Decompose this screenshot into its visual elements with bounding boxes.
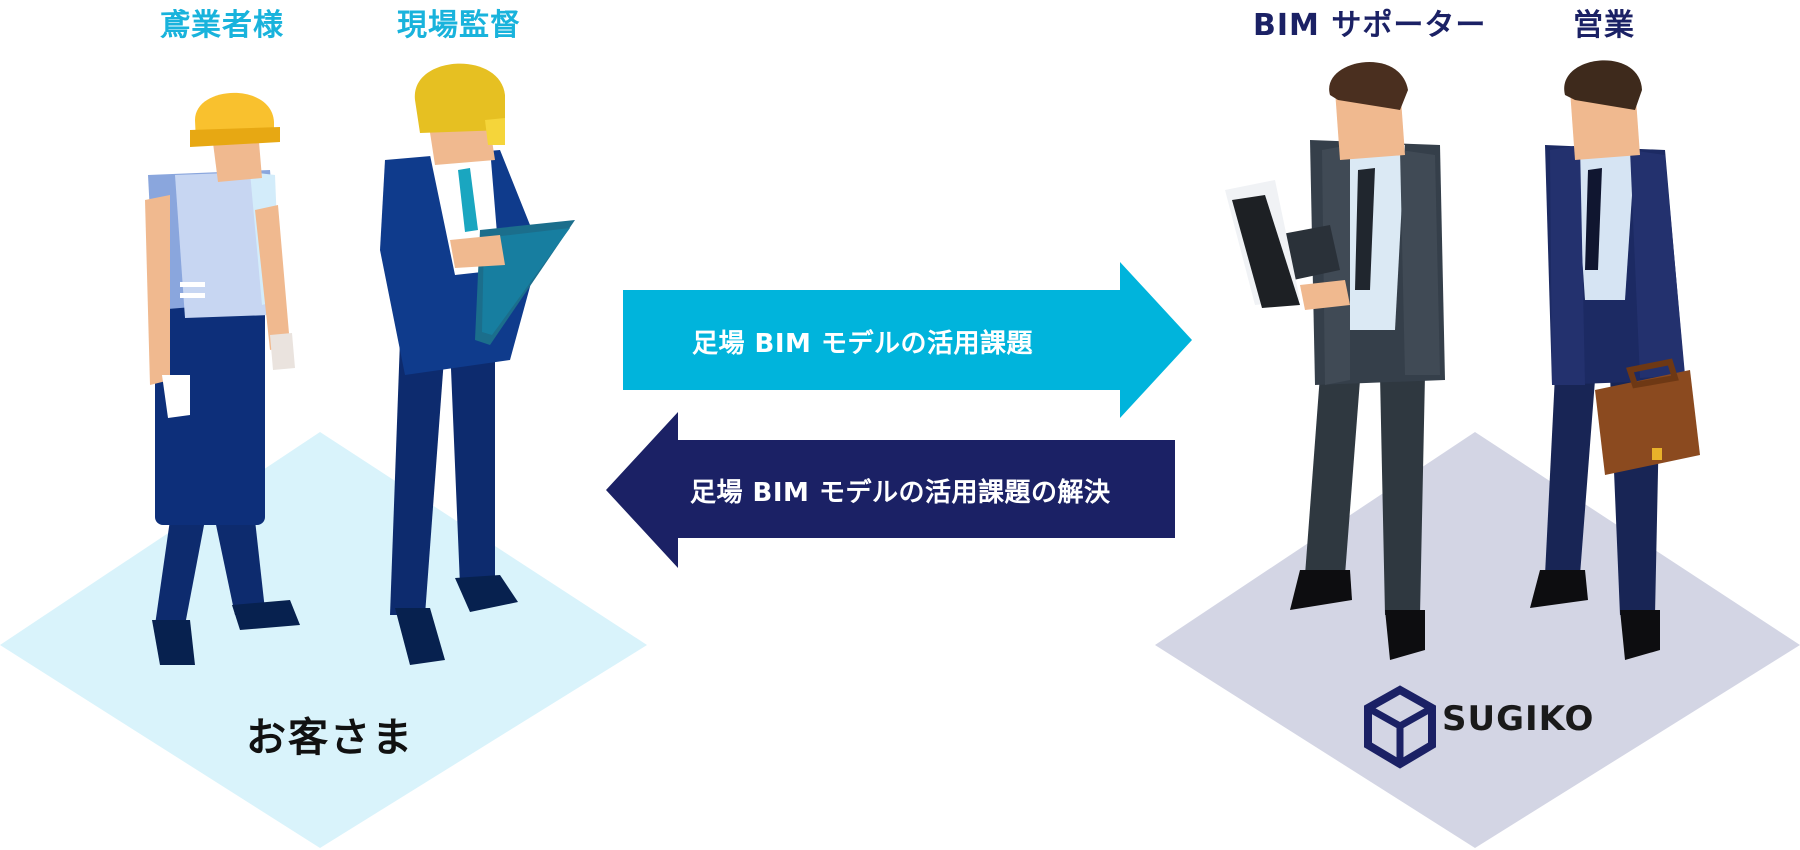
eigyo-sales-figure (1530, 60, 1700, 660)
sugiko-floor (1155, 432, 1800, 848)
client-label: お客さま (246, 715, 414, 761)
tobi-label: 鳶業者様 (160, 8, 284, 43)
genba-label: 現場監督 (397, 8, 521, 43)
company-name: SUGIKO (1442, 699, 1595, 739)
bim-supporter-figure (1225, 62, 1445, 660)
genba-supervisor-figure (380, 63, 575, 665)
eigyo-label: 営業 (1573, 8, 1635, 43)
arrow-to-client-label: 足場 BIM モデルの活用課題の解決 (690, 478, 1111, 508)
client-floor (0, 432, 647, 848)
arrow-to-client (606, 412, 1175, 568)
arrow-to-sugiko-label: 足場 BIM モデルの活用課題 (692, 329, 1033, 359)
sugiko-cube-logo-icon (1364, 685, 1436, 769)
tobi-worker-figure (145, 92, 300, 665)
arrow-to-sugiko (623, 262, 1192, 418)
bim-supporter-label: BIM サポーター (1253, 8, 1487, 43)
